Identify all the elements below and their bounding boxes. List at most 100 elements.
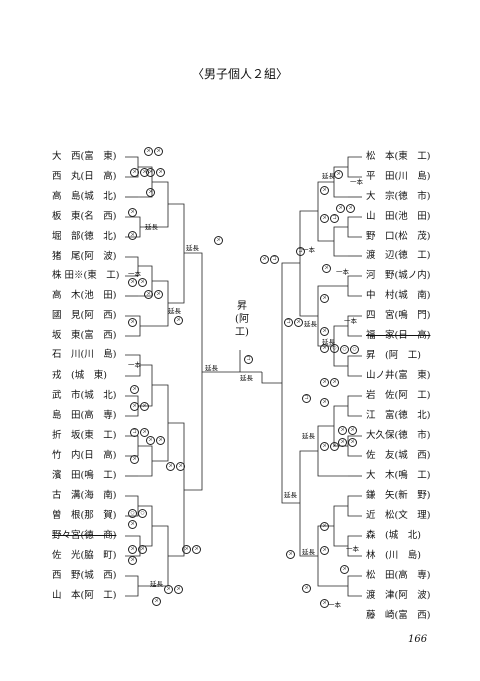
bracket-line xyxy=(125,354,141,377)
right-entry: 大 木(鳴 工) xyxy=(366,470,431,481)
bracket-line xyxy=(125,256,139,277)
score-mark: メコ xyxy=(260,255,280,264)
ippon-note: 一本 xyxy=(346,545,359,553)
bracket-line xyxy=(333,505,348,547)
bracket-line xyxy=(347,355,362,377)
left-entry: 武 市(城 北) xyxy=(52,390,117,401)
encho-note: 延長 xyxy=(150,580,163,588)
right-entry: 渡 辺(徳 工) xyxy=(366,250,431,261)
left-entry: 坂 東(富 西) xyxy=(52,330,117,341)
ippon-note: 一本 xyxy=(128,361,141,369)
score-mark: メコ xyxy=(320,214,340,223)
score-mark: メ xyxy=(320,599,330,608)
score-mark: メメ xyxy=(146,168,166,177)
score-mark: メメ xyxy=(182,545,202,554)
bracket-line xyxy=(347,156,362,178)
bracket-line xyxy=(281,262,300,504)
bracket-line xyxy=(347,495,362,517)
ippon-note: 一本 xyxy=(336,268,349,276)
page-number: 166 xyxy=(408,634,428,645)
bracket-line xyxy=(168,203,185,304)
encho-note: 延長 xyxy=(322,338,335,346)
page-title: 〈男子個人２組〉 xyxy=(191,67,288,81)
score-mark: メ xyxy=(130,385,140,394)
champion-label: 昇 (阿工) xyxy=(232,300,252,339)
right-entry: 近 松(文 理) xyxy=(366,510,431,521)
right-entry: 山ノ井(富 東) xyxy=(366,370,431,381)
score-mark: メ xyxy=(286,550,296,559)
score-mark: メメ xyxy=(144,290,164,299)
left-entry: 板 東(名 西) xyxy=(52,211,117,222)
ippon-note: 一本 xyxy=(128,270,141,278)
score-mark: メメ xyxy=(166,462,186,471)
score-mark: メ xyxy=(320,327,330,336)
ippon-note: 一本 xyxy=(328,601,341,609)
bracket-line xyxy=(299,210,318,317)
bracket-line xyxy=(138,445,153,477)
score-mark: メ xyxy=(130,455,140,464)
left-entry: 高 木(池 田) xyxy=(52,290,117,301)
score-mark: メ xyxy=(320,522,330,531)
right-entry: 林 (川 島) xyxy=(366,550,421,561)
encho-note: 延長 xyxy=(302,432,315,440)
left-entry: 古 溝(海 南) xyxy=(52,490,117,501)
right-entry: 藤 崎(富 西) xyxy=(366,610,431,621)
score-mark: メメ xyxy=(128,545,148,554)
score-mark: メ xyxy=(322,264,332,273)
score-mark: メメ xyxy=(144,147,164,156)
left-entry: 猪 尾(阿 波) xyxy=(52,251,117,262)
left-entry: 西 丸(日 高) xyxy=(52,171,117,182)
bracket-line xyxy=(317,525,348,587)
right-entry: 大久保(徳 市) xyxy=(366,430,431,441)
left-entry: 株 田※(東 工) xyxy=(52,270,120,281)
left-entry: 曽 根(那 賀) xyxy=(52,510,117,521)
left-entry: 竹 内(日 高) xyxy=(52,450,117,461)
bracket-line xyxy=(138,525,169,587)
right-entry: 森 (城 北) xyxy=(366,530,421,541)
ippon-note: 一本 xyxy=(302,246,315,254)
score-mark: メメ xyxy=(338,438,358,447)
score-mark: メメ xyxy=(336,204,356,213)
champion-school: (阿工) xyxy=(235,314,249,338)
score-mark: コ xyxy=(296,247,306,256)
right-entry: 松 田(高 専) xyxy=(366,570,431,581)
score-mark: コメ xyxy=(284,318,304,327)
score-mark: メ xyxy=(128,231,138,240)
score-mark: メ xyxy=(174,316,184,325)
right-entry: 中 村(城 南) xyxy=(366,290,431,301)
score-mark: メ xyxy=(128,520,138,529)
encho-note: 延長 xyxy=(168,307,181,315)
encho-note: 延長 xyxy=(145,223,158,231)
score-mark: コ xyxy=(302,394,312,403)
right-entry: 渡 津(阿 波) xyxy=(366,590,431,601)
left-entry: 野々宮(徳 商) xyxy=(52,530,117,541)
left-entry: 國 見(阿 西) xyxy=(52,310,117,321)
bracket-line xyxy=(261,372,282,384)
score-mark: メ xyxy=(128,318,138,327)
bracket-line xyxy=(347,395,362,417)
bracket-line xyxy=(347,575,362,597)
bracket-line xyxy=(125,435,139,457)
right-entry: 山 田(池 田) xyxy=(366,211,431,222)
score-mark: メメ xyxy=(164,585,184,594)
left-entry: 戎 (城 東) xyxy=(52,370,107,381)
left-entry: 山 本(阿 工) xyxy=(52,590,117,601)
score-mark: メ xyxy=(320,398,330,407)
bracket-line xyxy=(333,226,348,257)
score-mark: ○○ xyxy=(340,345,360,354)
right-entry: 鎌 矢(新 野) xyxy=(366,490,431,501)
score-mark: メ xyxy=(152,597,162,606)
bracket-line xyxy=(140,280,169,327)
bracket-line xyxy=(152,384,169,462)
encho-note: 延長 xyxy=(284,491,297,499)
left-entry: 島 田(高 専) xyxy=(52,410,117,421)
right-entry: 平 田(川 島) xyxy=(366,171,431,182)
score-mark: メ xyxy=(320,186,330,195)
score-mark: コ xyxy=(244,355,254,364)
score-mark: メメ xyxy=(320,442,340,451)
bracket-line xyxy=(317,181,334,242)
score-mark: メ xyxy=(146,188,156,197)
bracket-line xyxy=(168,422,185,557)
score-mark: メメ xyxy=(146,436,166,445)
